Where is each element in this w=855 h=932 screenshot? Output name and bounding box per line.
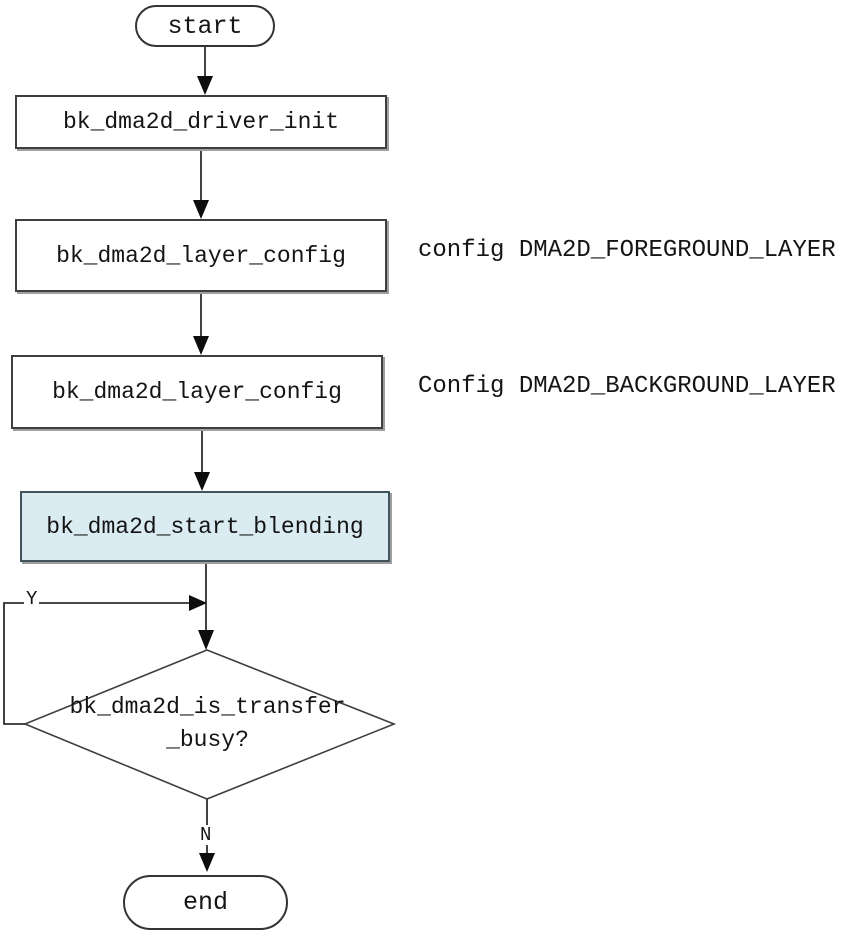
annotation-background-layer: Config DMA2D_BACKGROUND_LAYER bbox=[418, 373, 836, 400]
annotation-foreground-layer: config DMA2D_FOREGROUND_LAYER bbox=[418, 237, 836, 264]
node-start-blending: bk_dma2d_start_blending bbox=[20, 491, 390, 562]
node-start-blending-label: bk_dma2d_start_blending bbox=[46, 513, 364, 540]
node-start: start bbox=[135, 5, 275, 47]
node-layer-config-background: bk_dma2d_layer_config bbox=[11, 355, 383, 429]
node-layer-config-foreground: bk_dma2d_layer_config bbox=[15, 219, 387, 292]
edge-decision-yes-loop bbox=[3, 595, 207, 725]
node-end: end bbox=[123, 875, 288, 930]
edge-label-yes: Y bbox=[24, 588, 40, 610]
arrow-start-to-driver-init bbox=[197, 47, 213, 95]
arrow-start-blending-to-decision bbox=[198, 562, 214, 650]
node-decision-label: bk_dma2d_is_transfer _busy? bbox=[25, 691, 390, 757]
arrow-layer-config-bg-to-start-blending bbox=[194, 429, 210, 491]
arrow-driver-init-to-layer-config-fg bbox=[193, 149, 209, 219]
node-decision-label-line2: _busy? bbox=[166, 727, 249, 753]
arrow-layer-config-fg-to-layer-config-bg bbox=[193, 292, 209, 355]
node-start-label: start bbox=[167, 11, 243, 41]
node-end-label: end bbox=[182, 888, 228, 917]
node-layer-config-background-label: bk_dma2d_layer_config bbox=[52, 379, 342, 405]
edge-label-no: N bbox=[198, 824, 214, 846]
node-decision-label-line1: bk_dma2d_is_transfer bbox=[69, 694, 346, 720]
node-driver-init: bk_dma2d_driver_init bbox=[15, 95, 387, 149]
node-driver-init-label: bk_dma2d_driver_init bbox=[62, 109, 340, 135]
node-layer-config-foreground-label: bk_dma2d_layer_config bbox=[56, 242, 346, 269]
